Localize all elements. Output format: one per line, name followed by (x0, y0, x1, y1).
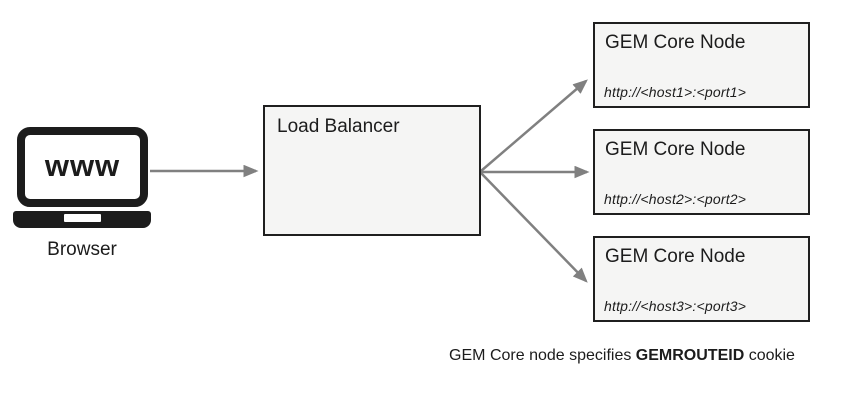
arrow-lb-to-node3 (480, 172, 588, 283)
arrow-lb-to-node1 (480, 79, 588, 172)
gem-core-node-title: GEM Core Node (605, 246, 746, 267)
browser-label: Browser (47, 239, 117, 260)
gem-core-node-url: http://<host1>:<port1> (604, 84, 747, 100)
gem-core-node-box-2: GEM Core Node http://<host2>:<port2> (593, 129, 810, 215)
caption-suffix: cookie (744, 347, 795, 364)
gem-core-node-url: http://<host3>:<port3> (604, 298, 747, 314)
www-icon: www (44, 148, 121, 183)
gem-core-node-title: GEM Core Node (605, 32, 746, 53)
load-balancer-box: Load Balancer (263, 105, 481, 236)
load-balancer-label: Load Balancer (277, 116, 400, 137)
browser-laptop-icon: www (17, 127, 148, 207)
caption-prefix: GEM Core node specifies (449, 347, 636, 364)
gem-core-node-title: GEM Core Node (605, 139, 746, 160)
caption-bold-gemrouteid: GEMROUTEID (635, 347, 745, 364)
gem-core-node-url: http://<host2>:<port2> (604, 191, 747, 207)
diagram-caption: GEM Core node specifies GEMROUTEID cooki… (449, 347, 795, 365)
laptop-notch (64, 214, 101, 222)
gem-core-node-box-3: GEM Core Node http://<host3>:<port3> (593, 236, 810, 322)
laptop-base-icon (13, 211, 151, 228)
gem-core-node-box-1: GEM Core Node http://<host1>:<port1> (593, 22, 810, 108)
